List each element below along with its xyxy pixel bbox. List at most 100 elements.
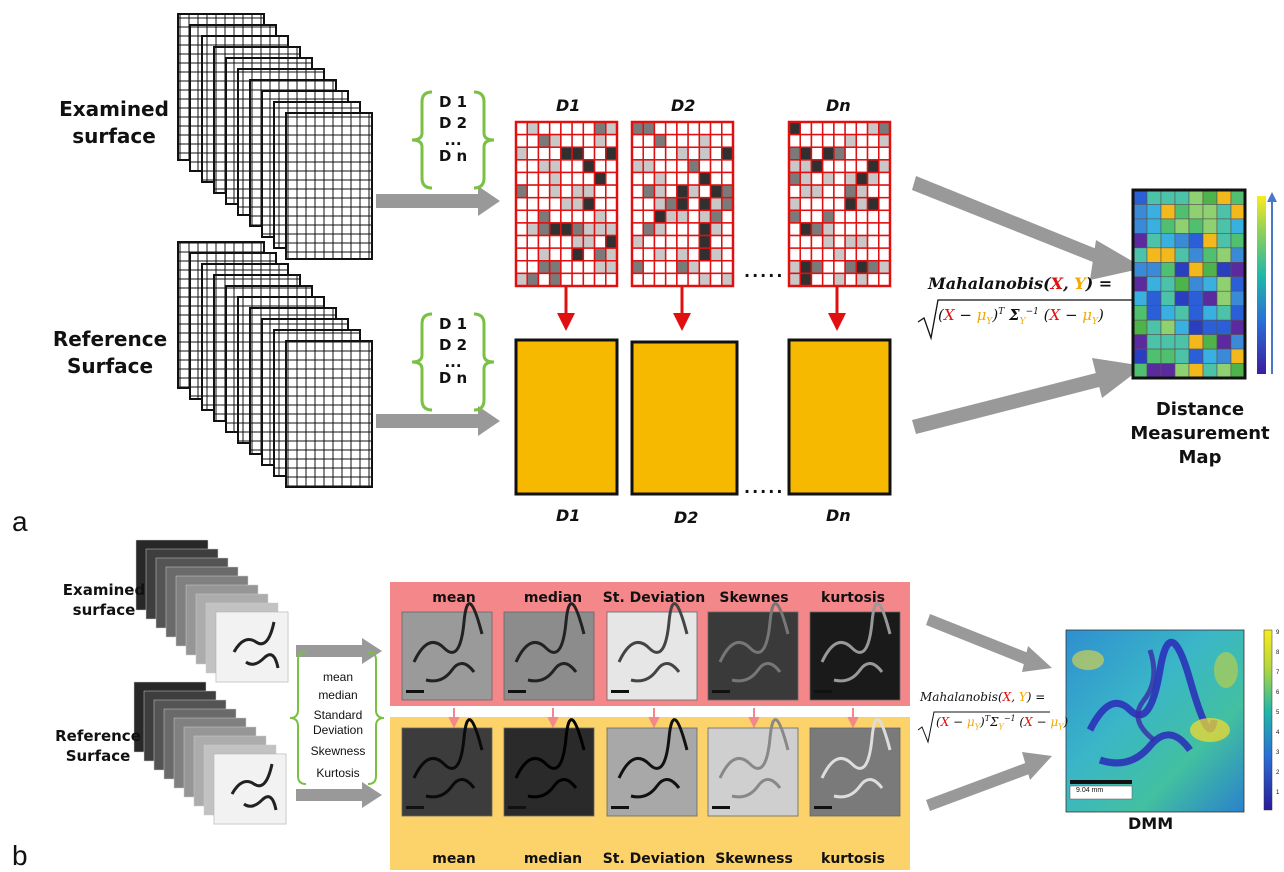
feature-image-top [401,602,493,701]
formula-line1: Mahalanobis(X, Y) = [928,274,1113,293]
map-cell [1146,305,1162,321]
map-cell [1132,348,1148,364]
map-cell [1230,348,1246,364]
map-cell [1174,305,1190,321]
mahalanobis-formula-b-line2: (X − μY)TΣY−1 (X − μY) [936,714,1069,732]
map-cell [1230,233,1246,249]
map-cell [1146,319,1162,335]
descriptor-item: ... [444,353,462,371]
feature-image-bottom [606,718,698,817]
feature-images [401,602,901,817]
map-cell [1132,305,1148,321]
colorbar-tick: 8 [1276,650,1280,656]
top-title-median: median [523,590,583,606]
colorbar-b [1263,629,1273,811]
map-cell [1202,348,1218,364]
map-cell [1216,290,1232,306]
map-cell [1146,363,1162,379]
descriptor-item: D 2 [438,336,468,354]
arrow-b-examined [296,638,382,664]
descriptor-grid [514,120,619,288]
map-cell [1132,218,1148,234]
map-cell [1188,348,1204,364]
panel-letter-a: a [12,506,28,537]
map-cell [1188,218,1204,234]
sqrt-symbol [917,299,1146,341]
top-title-skewness: Skewnes [719,590,789,606]
arrow-examined-to-maps [376,186,500,216]
descriptor-list-bottom: D 1 D 2 ... D n [424,314,482,389]
bottom-title-kurtosis: kurtosis [821,851,885,867]
map-cell [1132,189,1148,205]
red-arrows [557,286,846,331]
map-cell [1216,189,1232,205]
map-cell [1202,290,1218,306]
examined-surface-label: Examined surface [59,97,169,148]
ellipsis-bottom: ..... [744,478,785,497]
colorbar-a [1257,196,1266,374]
map-cell [1132,319,1148,335]
arrow-to-output-top [912,176,1144,280]
map-cell [1146,290,1162,306]
pink-arrows [448,708,859,729]
map-cell [1174,290,1190,306]
colorbar-tick: 6 [1276,690,1280,696]
map-cell [1146,189,1162,205]
arrow-reference-to-maps [376,406,500,436]
arrow-b-reference [296,782,382,808]
map-cell [1216,305,1232,321]
bottom-title-mean: mean [432,851,476,867]
distance-measurement-map [1131,188,1247,380]
map-cell [1188,247,1204,263]
map-cell [1216,233,1232,249]
map-title-d2-bottom: D2 [674,508,699,527]
ellipsis-top: ..... [744,262,785,281]
arrow-to-output-bottom [912,358,1144,434]
map-cell [1202,305,1218,321]
map-title-d1-bottom: D1 [556,506,581,525]
map-cell [1174,233,1190,249]
map-cell [1216,319,1232,335]
map-cell [1146,334,1162,350]
map-cell [1188,319,1204,335]
descriptor-item: D n [438,369,468,387]
descriptor-grid [787,120,892,288]
stat-item: median [318,688,358,702]
map-cell [1174,189,1190,205]
map-cell [1188,276,1204,292]
stat-item: Standard Deviation [312,708,364,737]
map-cell [1188,204,1204,220]
examined-surface-label-b: Examined surface [62,581,146,619]
dmm-map [1065,629,1245,813]
output-label-b: DMM [1128,814,1174,833]
map-cell [1202,363,1218,379]
map-cell [1202,334,1218,350]
map-cell [1188,189,1204,205]
reference-surface-label: Reference Surface [52,327,168,378]
statistics-bracket [289,651,385,785]
feature-image-bottom [401,718,493,817]
map-cell [1132,247,1148,263]
top-title-kurtosis: kurtosis [821,590,885,606]
map-cell [1160,334,1176,350]
sqrt-symbol-b [917,711,1050,744]
map-cell [1132,276,1148,292]
map-cell [1188,363,1204,379]
arrow-b-out-top [926,614,1052,672]
map-cell [1216,363,1232,379]
colorbar-tick: 5 [1276,710,1280,716]
descriptor-item: D 2 [438,114,468,132]
top-title-std: St. Deviation [602,590,706,606]
map-cell [1202,319,1218,335]
mahalanobis-formula-b: Mahalanobis(X, Y) = [920,690,1046,704]
map-cell [1202,204,1218,220]
feature-image-top [606,602,698,701]
map-cell [1146,247,1162,263]
panel-b-graphics [133,539,1273,870]
map-cell [1230,334,1246,350]
map-cell [1202,276,1218,292]
map-cell [1202,189,1218,205]
mahalanobis-formula-a: Mahalanobis(X, Y) = [928,274,1112,293]
map-cell [1174,247,1190,263]
